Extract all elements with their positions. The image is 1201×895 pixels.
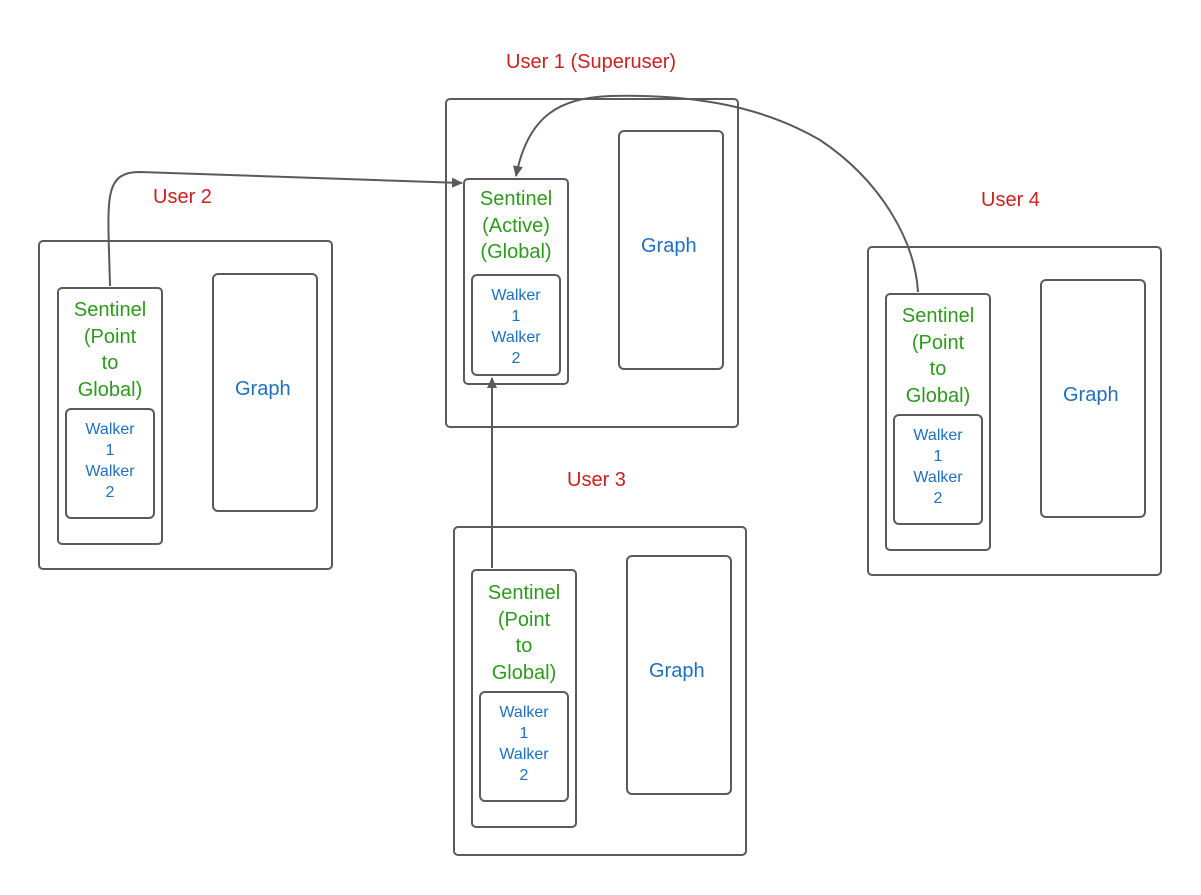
user1-walker-list: Walker 1 Walker 2 bbox=[491, 287, 541, 367]
user2-sentinel bbox=[57, 287, 163, 545]
user4-label: User 4 bbox=[981, 189, 1040, 211]
user1-graph-label: Graph bbox=[641, 235, 697, 257]
user4-graph bbox=[1040, 279, 1146, 518]
user2-label: User 2 bbox=[153, 186, 212, 208]
user1-sentinel-label: Sentinel (Active) (Global) bbox=[479, 188, 553, 263]
user2-graph-label: Graph bbox=[235, 378, 291, 400]
user3-graph bbox=[626, 555, 732, 795]
user3-walker-list: Walker 1 Walker 2 bbox=[499, 704, 549, 784]
user3-walker-box bbox=[479, 691, 569, 802]
user3-container bbox=[453, 526, 747, 856]
user4-walker-box bbox=[893, 414, 983, 525]
user2-walker-list: Walker 1 Walker 2 bbox=[85, 421, 135, 501]
user4-walker-list: Walker 1 Walker 2 bbox=[913, 427, 963, 507]
user3-sentinel-label: Sentinel (Point to Global) bbox=[487, 582, 561, 684]
user4-sentinel-label: Sentinel (Point to Global) bbox=[901, 305, 975, 407]
user4-container bbox=[867, 246, 1162, 576]
user4-sentinel bbox=[885, 293, 991, 551]
user1-label: User 1 (Superuser) bbox=[506, 51, 677, 73]
user2-walker-box bbox=[65, 408, 155, 519]
user2-sentinel-label: Sentinel (Point to Global) bbox=[73, 299, 147, 401]
user3-sentinel bbox=[471, 569, 577, 828]
user3-graph-label: Graph bbox=[649, 660, 705, 682]
user3-label: User 3 bbox=[567, 469, 626, 491]
user4-graph-label: Graph bbox=[1063, 384, 1119, 406]
